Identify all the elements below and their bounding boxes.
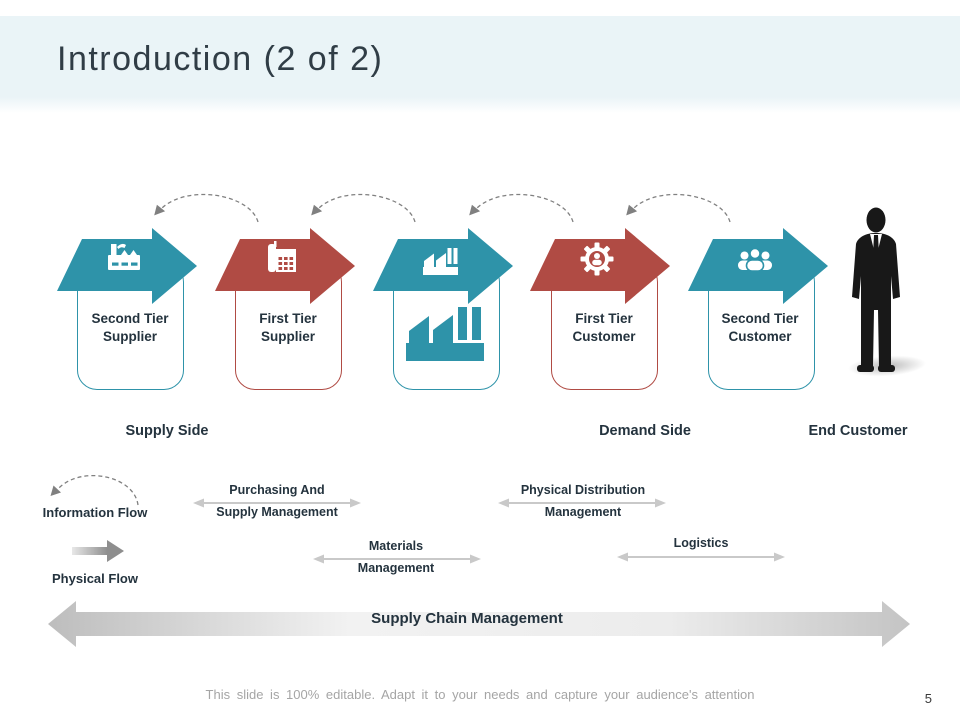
double-arrow: [617, 552, 785, 562]
dashed-feedback-arc: [154, 193, 259, 223]
chain-arrow-second-tier-customer[interactable]: [688, 228, 828, 304]
physical-flow-label[interactable]: Physical Flow: [52, 571, 138, 586]
factory-sawtooth-icon: [423, 248, 458, 275]
double-arrow: [193, 498, 361, 508]
end-customer-label[interactable]: End Customer: [808, 423, 908, 439]
double-arrow: [313, 554, 481, 564]
chain-arrow-manufacturer[interactable]: [373, 228, 513, 304]
chain-arrow-first-tier-supplier[interactable]: [215, 228, 355, 304]
supply-chain-management-label[interactable]: Supply Chain Management: [371, 610, 563, 627]
span-label[interactable]: Management: [544, 505, 622, 519]
building-icon: [268, 241, 296, 272]
factory-building-icon: [406, 307, 484, 361]
page-title[interactable]: Introduction (2 of 2): [57, 40, 384, 78]
gear-person-icon: [580, 242, 614, 276]
supply-chain-arrow[interactable]: [48, 600, 910, 648]
factory-icon: [108, 243, 140, 270]
chain-arrow-second-tier-supplier[interactable]: [57, 228, 197, 304]
page-number: 5: [924, 691, 932, 706]
information-flow-label[interactable]: Information Flow: [42, 505, 148, 520]
span-label[interactable]: Materials: [368, 539, 424, 553]
double-arrow: [498, 498, 666, 508]
dashed-feedback-arc: [469, 193, 574, 223]
physical-flow-arrow: [72, 540, 124, 562]
demand-side-label[interactable]: Demand Side: [599, 423, 691, 439]
span-label[interactable]: Purchasing And: [229, 483, 325, 497]
information-flow-arc: [50, 474, 139, 506]
supply-side-label[interactable]: Supply Side: [125, 423, 209, 439]
span-label[interactable]: Logistics: [673, 536, 729, 550]
dashed-feedback-arc: [311, 193, 416, 223]
people-group-icon: [738, 247, 772, 272]
span-label[interactable]: Physical Distribution: [520, 483, 646, 497]
span-label[interactable]: Supply Management: [216, 505, 338, 519]
header-band: [0, 16, 960, 113]
span-label[interactable]: Management: [357, 561, 435, 575]
footer-note: This slide is 100% editable. Adapt it to…: [205, 687, 755, 702]
chain-arrow-first-tier-customer[interactable]: [530, 228, 670, 304]
businessman-silhouette[interactable]: [840, 206, 912, 376]
dashed-feedback-arc: [626, 193, 731, 223]
